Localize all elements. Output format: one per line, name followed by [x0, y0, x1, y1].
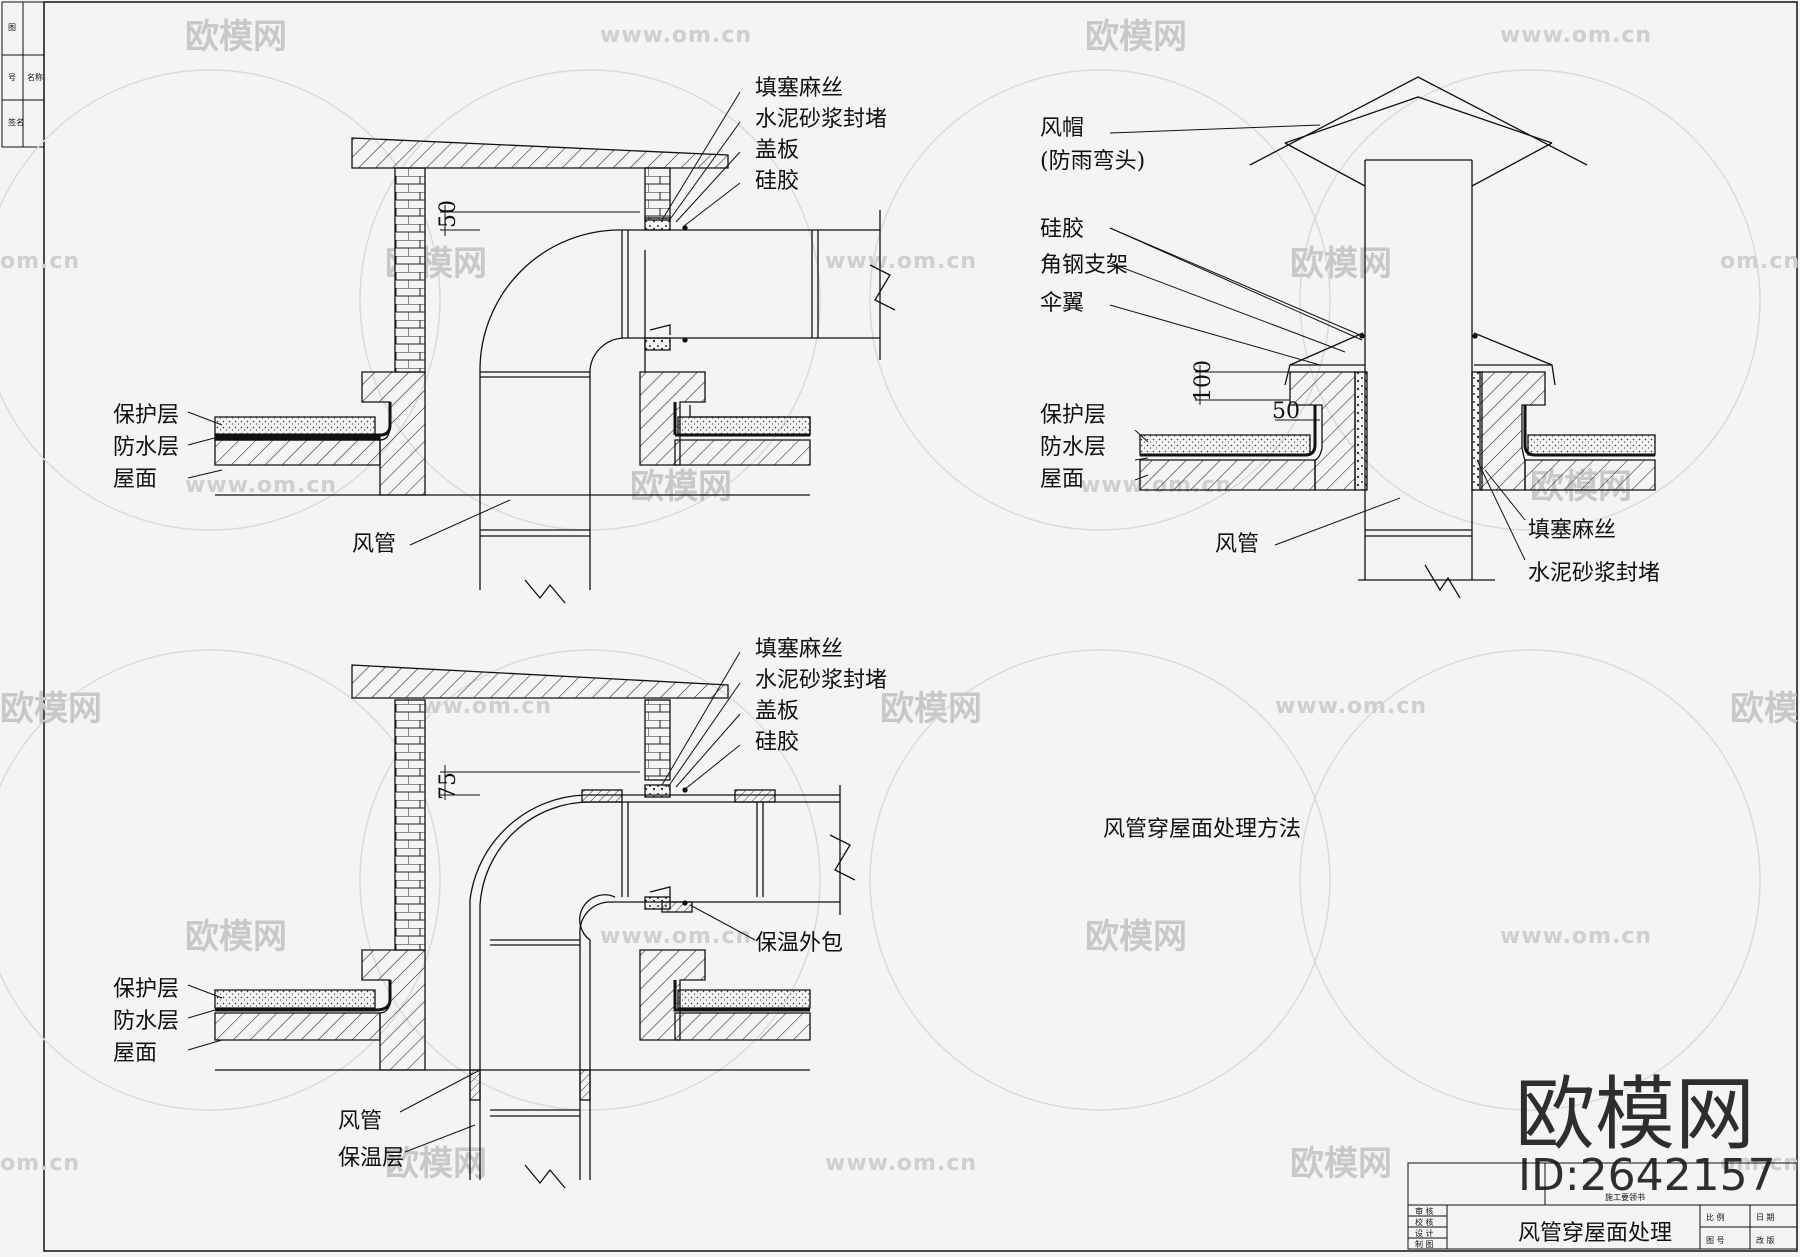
callout-label: 填塞麻丝 [1528, 518, 1616, 543]
callout-label: 伞翼 [1040, 291, 1084, 316]
dimension-label: 75 [436, 772, 461, 800]
figure-title: 风管穿屋面处理方法 [1103, 817, 1301, 842]
title-block-row: 设 计 [1415, 1228, 1434, 1238]
watermark-url: www.om.cn [185, 473, 337, 498]
detail-upper-left [187, 91, 896, 604]
callout-label: 水泥砂浆封堵 [1528, 561, 1660, 586]
callout-label: 硅胶 [755, 730, 799, 755]
callout-label: 填塞麻丝 [755, 76, 843, 101]
title-block-field: 比 例 [1706, 1212, 1725, 1222]
callout-label: 水泥砂浆封堵 [755, 107, 887, 132]
callout-label: 防水层 [113, 435, 179, 460]
callout-label: (防雨弯头) [1040, 149, 1145, 174]
title-block-field: 改 版 [1756, 1235, 1775, 1245]
watermark-url: www.om.cn [825, 249, 977, 274]
callout-label: 风管 [1215, 532, 1259, 557]
callout-label: 保温外包 [755, 931, 843, 956]
side-strip-text-3: 名称 [27, 72, 43, 82]
callout-label: 硅胶 [755, 169, 799, 194]
watermark-url: www.om.cn [1275, 694, 1427, 719]
callout-label: 保温层 [338, 1146, 404, 1171]
callout-label: 保护层 [113, 403, 179, 428]
title-block-title: 风管穿屋面处理 [1518, 1221, 1672, 1246]
watermark-url: www.om.cn [825, 1151, 977, 1176]
watermark-brand: 欧模网 [630, 467, 732, 507]
watermark-brand: 欧模网 [1085, 917, 1187, 957]
title-block-field: 图 号 [1706, 1236, 1725, 1245]
callout-label: 盖板 [755, 138, 799, 163]
title-block-row: 校 核 [1415, 1217, 1434, 1227]
watermark-brand: 欧模网 [185, 917, 287, 957]
callout-label: 角钢支架 [1040, 253, 1128, 278]
dimension-label: 100 [1191, 360, 1216, 402]
detail-lower-left [187, 651, 856, 1189]
brand-stamp-id: ID:2642157 [1518, 1150, 1776, 1201]
watermark-url: om.cn [0, 249, 80, 274]
callout-label: 屋面 [113, 1041, 157, 1066]
brand-stamp-name: 欧模网 [1515, 1068, 1755, 1161]
callout-label: 风帽 [1040, 116, 1084, 141]
side-strip-text-2: 号 [8, 73, 16, 82]
callout-label: 填塞麻丝 [755, 637, 843, 662]
callout-label: 防水层 [113, 1009, 179, 1034]
dimension-label: 50 [436, 200, 461, 228]
watermark-url: om.cn [1720, 249, 1800, 274]
callout-label: 屋面 [113, 467, 157, 492]
watermark-url: om.cn [0, 1151, 80, 1176]
title-block-field: 日 期 [1756, 1213, 1775, 1222]
title-block-row: 制 图 [1415, 1239, 1434, 1249]
callout-label: 屋面 [1040, 467, 1084, 492]
watermark-url: www.om.cn [600, 23, 752, 48]
watermark-brand: 欧模网 [1730, 689, 1800, 729]
callout-label: 硅胶 [1040, 217, 1084, 242]
watermark-url: www.om.cn [1500, 924, 1652, 949]
dimension-label: 50 [1272, 399, 1300, 424]
watermark-brand: 欧模网 [880, 689, 982, 729]
side-strip-text-1: 图 [8, 23, 16, 32]
callout-label: 盖板 [755, 699, 799, 724]
sheet-border [43, 1, 1798, 1252]
callout-label: 保护层 [113, 977, 179, 1002]
watermark-brand: 欧模网 [1290, 1144, 1392, 1184]
title-block-row: 审 核 [1415, 1206, 1434, 1216]
watermark-brand: 欧模网 [185, 17, 287, 57]
callout-label: 保护层 [1040, 403, 1106, 428]
watermark-url: www.om.cn [600, 924, 752, 949]
detail-upper-right [1109, 76, 1656, 599]
watermark-brand: 欧模网 [1290, 244, 1392, 284]
callout-label: 风管 [338, 1109, 382, 1134]
title-block-header: 施工要领书 [1605, 1192, 1645, 1202]
callout-label: 风管 [352, 532, 396, 557]
watermark-brand: 欧模网 [0, 689, 102, 729]
callout-label: 防水层 [1040, 435, 1106, 460]
side-strip-text-4: 签名 [8, 117, 24, 127]
watermark-layer: 欧模网 欧模网 www.om.cn www.om.cn om.cn 欧模网 ww… [0, 17, 1800, 1184]
title-block [1407, 1162, 1798, 1250]
watermark-url: www.om.cn [1500, 23, 1652, 48]
watermark-brand: 欧模网 [1085, 17, 1187, 57]
callout-label: 水泥砂浆封堵 [755, 668, 887, 693]
